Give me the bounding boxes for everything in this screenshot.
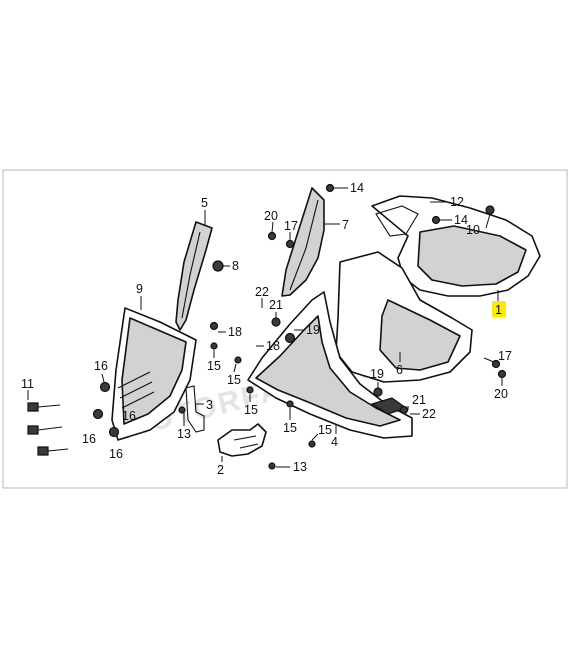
callout-20-right[interactable]: 20 [494,387,508,401]
part-16-nut-1[interactable] [99,381,111,393]
callout-18-b[interactable]: 18 [266,339,280,353]
diagram-frame [2,169,568,489]
callout-21-b[interactable]: 21 [412,393,426,407]
part-21-clip-2[interactable] [399,405,409,415]
callout-1[interactable]: 1 [495,303,502,317]
part-19-clip-2[interactable] [373,387,383,397]
callout-22-a[interactable]: 22 [255,285,269,299]
callout-16-a[interactable]: 16 [94,359,108,373]
part-18-clip[interactable] [209,321,219,331]
callout-5[interactable]: 5 [201,196,208,210]
callout-6[interactable]: 6 [396,363,403,377]
callout-11[interactable]: 11 [21,377,34,391]
callout-19-b[interactable]: 19 [370,367,384,381]
part-15-clip-4[interactable] [286,400,294,408]
callout-13-right[interactable]: 13 [293,460,307,474]
callout-12[interactable]: 12 [450,195,464,209]
callout-2[interactable]: 2 [217,463,224,477]
callout-3[interactable]: 3 [206,398,213,412]
part-9-vent-2 [119,381,153,399]
part-3-bracket[interactable] [185,385,205,433]
callout-21-a[interactable]: 21 [269,298,283,312]
callout-10[interactable]: 10 [466,223,480,237]
callout-labels: 1 2 3 4 5 6 7 8 9 10 11 12 13 13 14 14 1… [21,181,512,477]
callout-9[interactable]: 9 [136,282,143,296]
callout-16-b[interactable]: 16 [82,432,96,446]
leader-20a [271,221,274,233]
part-15-clip-1[interactable] [210,342,218,350]
part-20-screw-2[interactable] [497,369,507,379]
fastener-group [27,183,507,470]
part-14-screw-2[interactable] [431,215,441,225]
callout-15-d[interactable]: 15 [283,421,297,435]
callout-14-top[interactable]: 14 [350,181,364,195]
callout-14-right[interactable]: 14 [454,213,468,227]
part-14-screw-1[interactable] [325,183,335,193]
part-10-screw[interactable] [485,205,495,215]
leader-16a [101,373,105,383]
callout-17-right[interactable]: 17 [498,349,512,363]
leader-15b [233,363,237,373]
callout-7[interactable]: 7 [342,218,349,232]
part-15-clip-2[interactable] [234,356,242,364]
part-16-nut-2[interactable] [92,408,104,420]
part-9-vent-3 [121,391,155,409]
part-9-vent-1 [117,371,151,389]
part-16-nut-3[interactable] [108,426,120,438]
part-7-panel[interactable] [281,187,325,297]
part-11-bolt-icon[interactable] [27,402,39,412]
part-9-inner-face [121,317,187,425]
part-19-clip-1[interactable] [284,332,296,344]
leader-15e [311,433,319,441]
part-11-bolt-shank [37,404,61,408]
part-11-bolt-icon-3[interactable] [37,446,49,456]
part-13-screw-1[interactable] [178,406,186,414]
part-11-bolt-shank-2 [37,426,63,431]
callout-15-b[interactable]: 15 [227,373,241,387]
part-2-detail [233,435,259,449]
callout-13-left[interactable]: 13 [177,427,191,441]
callout-22-b[interactable]: 22 [422,407,436,421]
callout-19-a[interactable]: 19 [306,323,320,337]
callout-4[interactable]: 4 [331,435,338,449]
part-1-top-opening [375,205,419,237]
part-11-bolt-shank-3 [47,448,69,452]
callout-20-top[interactable]: 20 [264,209,278,223]
part-17-screw-1[interactable] [285,239,295,249]
callout-15-c[interactable]: 15 [244,403,258,417]
callout-16-c[interactable]: 16 [109,447,123,461]
part-21-clip-1[interactable] [271,317,281,327]
part-7-edge [289,199,319,291]
part-20-screw-1[interactable] [267,231,277,241]
part-1-inner-face [417,225,527,287]
leader-lines [27,187,503,468]
callout-8[interactable]: 8 [232,259,239,273]
leader-10 [485,213,491,229]
part-17-screw-2[interactable] [491,359,501,369]
callout-1-highlight [492,301,506,317]
part-2-bracket[interactable] [217,423,267,457]
leader-17b [483,357,495,363]
callout-17-top[interactable]: 17 [284,219,298,233]
part-15-clip-3[interactable] [246,386,254,394]
part-15-clip-5[interactable] [308,440,316,448]
callout-15-a[interactable]: 15 [207,359,221,373]
callout-16-d[interactable]: 16 [122,409,136,423]
part-5-panel[interactable] [175,221,213,331]
part-4-upper-face [255,315,401,427]
part-8-grommet[interactable] [212,260,224,272]
part-11-bolt-icon-2[interactable] [27,425,39,435]
part-5-edge [181,231,201,319]
part-13-screw-2[interactable] [268,462,276,470]
callout-15-e[interactable]: 15 [318,423,332,437]
callout-18-a[interactable]: 18 [228,325,242,339]
